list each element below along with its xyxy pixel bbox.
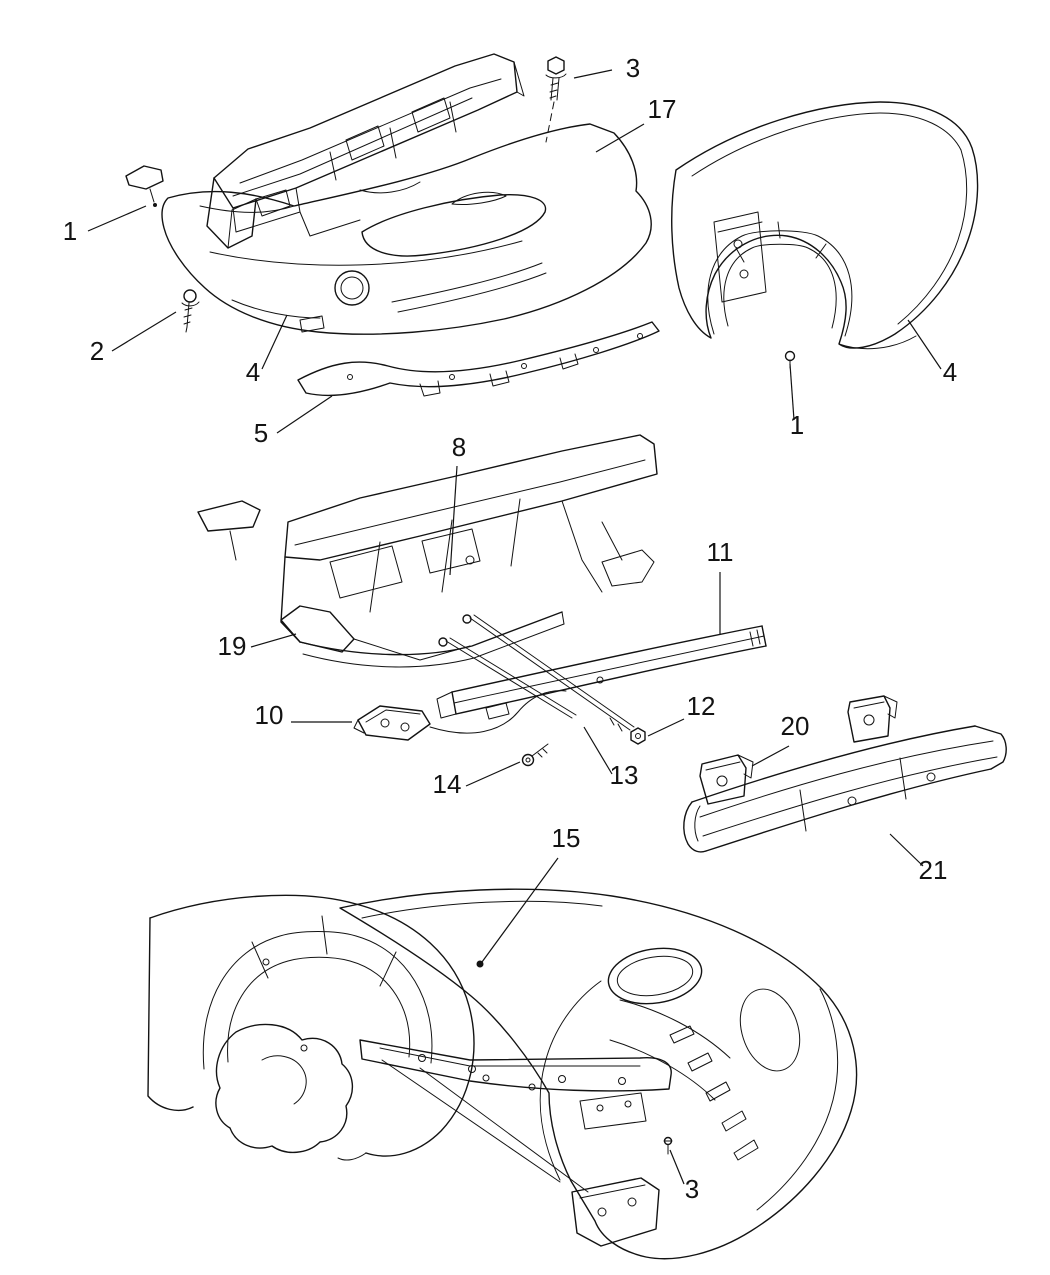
part-air-dam (297, 321, 660, 397)
callout-15-label: 15 (552, 823, 581, 853)
callout-12-leader (647, 718, 685, 737)
callout-3-bottom-leader (669, 1149, 685, 1185)
callout-11-label: 11 (707, 537, 734, 567)
part-radiator-support-top (206, 53, 525, 249)
callout-3-top-leader (573, 69, 613, 79)
callout-21-label: 21 (919, 855, 948, 885)
callout-3-top-label: 3 (626, 53, 640, 83)
callout-1-left-leader (87, 205, 147, 232)
callout-12-label: 12 (687, 691, 716, 721)
callout-21-leader (889, 833, 924, 867)
part-screw-fastener (181, 289, 200, 333)
callout-2-leader (111, 311, 177, 352)
callout-15-leader (481, 857, 559, 963)
callout-14-label: 14 (433, 769, 462, 799)
callout-5-leader (276, 395, 333, 434)
callout-1-left-label: 1 (63, 216, 77, 246)
part-mount-bracket-lower (699, 754, 754, 805)
part-bracket-stay (353, 705, 431, 741)
callout-13-leader (583, 726, 613, 775)
callout-3-bottom-label: 3 (685, 1174, 699, 1204)
callout-17-label: 17 (648, 94, 677, 124)
callout-10-label: 10 (255, 700, 284, 730)
part-retainer-clip (125, 165, 164, 207)
callout-17-leader (595, 123, 645, 153)
callout-1-right-leader (789, 363, 795, 421)
part-wheelhouse-liner (147, 894, 475, 1161)
callout-4-right-label: 4 (943, 357, 957, 387)
part-bolt-top (545, 56, 567, 143)
callout-14-leader (465, 761, 521, 787)
part-radiator-support-mid (197, 434, 658, 668)
part-fascia-quarter-view (671, 101, 979, 350)
part-front-fascia (161, 123, 652, 335)
callout-20-label: 20 (781, 711, 810, 741)
callout-4-left-leader (261, 314, 288, 370)
callout-8-leader (449, 465, 458, 576)
callout-4-left-label: 4 (246, 357, 260, 387)
callout-20-leader (751, 745, 790, 767)
part-bumper-beam-front (436, 625, 767, 720)
callout-5-label: 5 (254, 418, 268, 448)
part-screw-bottom (663, 1136, 673, 1155)
callout-19-label: 19 (218, 631, 247, 661)
part-mount-bracket-upper (847, 695, 898, 743)
part-bolt-short (521, 743, 549, 767)
part-reinforcement-beam (683, 725, 1007, 853)
callout-2-label: 2 (90, 336, 104, 366)
callout-19-leader (250, 633, 297, 648)
callout-8-label: 8 (452, 432, 466, 462)
part-fascia-inner-view (339, 888, 858, 1260)
callout-1-right-label: 1 (790, 410, 804, 440)
callout-13-label: 13 (610, 760, 639, 790)
callout-4-right-leader (907, 319, 942, 370)
part-hex-nut (630, 727, 646, 745)
